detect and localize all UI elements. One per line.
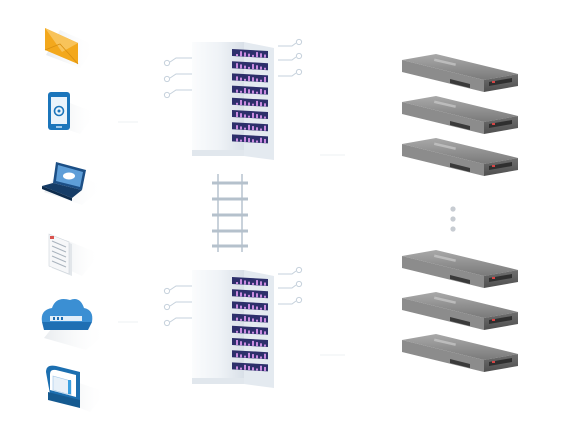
- rack-server-icon: [402, 138, 518, 176]
- server-tower-top-icon: [163, 38, 303, 160]
- ladder-connector-icon: [212, 174, 248, 252]
- rack-server-icon: [402, 96, 518, 134]
- rack-server-icon: [402, 292, 518, 330]
- cloud-server-icon: [41, 299, 108, 350]
- mobile-phone-email-icon: [48, 92, 96, 134]
- connector-lines: [118, 121, 345, 356]
- vertical-ellipsis-icon: [450, 206, 456, 232]
- printer-scanner-icon: [46, 365, 106, 412]
- document-stack-icon: [48, 233, 100, 276]
- laptop-cloud-icon: [42, 162, 104, 205]
- rack-server-icon: [402, 250, 518, 288]
- rack-server-icon: [402, 54, 518, 92]
- server-tower-bottom-icon: [163, 266, 303, 388]
- email-envelope-icon: [44, 28, 96, 68]
- rack-server-icon: [402, 334, 518, 372]
